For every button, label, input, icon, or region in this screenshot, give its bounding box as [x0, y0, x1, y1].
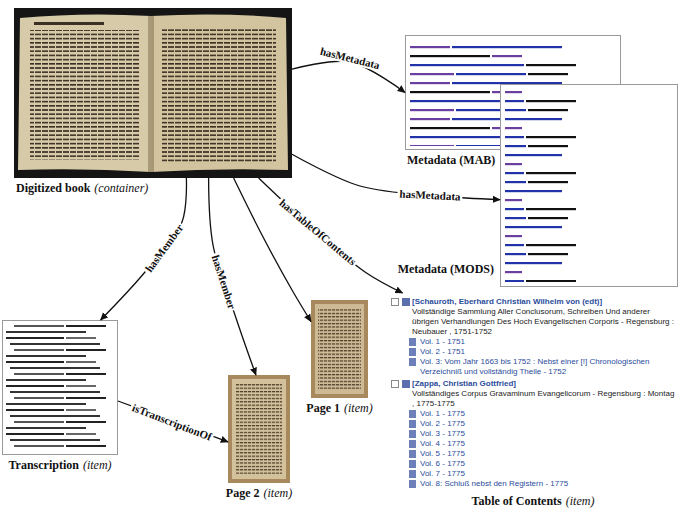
transcription-record	[3, 321, 118, 455]
toc-vol: Vol. 4 - 1775	[390, 439, 676, 449]
print-block	[30, 30, 140, 160]
toc-vol: Vol. 6 - 1775	[390, 459, 676, 469]
toc-vol: Vol. 8: Schluß nebst den Registern - 177…	[390, 479, 676, 489]
record-frame	[3, 321, 118, 455]
toc-vol: Vol. 2 - 1751	[390, 347, 676, 357]
caption-title: Metadata (MAB)	[407, 153, 495, 167]
mods-record	[501, 85, 678, 287]
print-heading	[34, 22, 104, 25]
caption-title: Page 2	[226, 486, 260, 500]
caption-title: Table of Contents	[472, 494, 562, 508]
relation-label: hasMetadata	[317, 44, 383, 71]
caption-kind: (item)	[344, 401, 373, 415]
toc-vol: Vol. 7 - 1775	[390, 469, 676, 479]
print-block	[162, 28, 276, 162]
toc-head: [Schauroth, Eberhard Christian Wilhelm v…	[390, 297, 676, 307]
relation-arrow	[292, 61, 405, 92]
xml-record: Metadata (MODS)	[500, 84, 678, 287]
page-1-scan	[311, 300, 368, 398]
toc-list: [Schauroth, Eberhard Christian Wilhelm v…	[388, 293, 678, 491]
relation-arrow	[101, 178, 187, 320]
book-page	[18, 14, 151, 172]
table-of-contents: Table of Contents(item)[Schauroth, Eberh…	[388, 293, 678, 491]
book-image: Digitized book(container)	[14, 8, 292, 178]
page-2-scan	[228, 375, 290, 483]
page-edge	[228, 375, 290, 483]
page-scan: Page 2(item)	[228, 375, 290, 483]
node-caption: Metadata (MODS)	[398, 263, 494, 277]
book-gutter	[148, 16, 154, 172]
node-caption: Transcription (item)	[8, 459, 111, 473]
toc-body: Vollständige Sammlung Aller Conclusorum,…	[390, 307, 676, 337]
xml-record: Metadata (MAB)	[405, 35, 621, 150]
xml-lines	[505, 90, 673, 282]
book-page	[151, 14, 288, 172]
toc-vol: Vol. 3: Vom Jahr 1663 bis 1752 : Nebst e…	[390, 357, 676, 377]
node-caption: Metadata (MAB)	[407, 154, 495, 168]
print-block	[318, 309, 361, 389]
relation-label: isTranscriptionOf	[129, 401, 216, 444]
relation-arrow	[259, 178, 403, 293]
toc-body: Vollständiges Corpus Gravaminum Evangeli…	[390, 389, 676, 409]
page-paper	[232, 379, 286, 479]
relation-label: hasTableOfContents	[276, 195, 360, 269]
caption-kind: (item)	[83, 458, 112, 472]
photo-ground	[14, 8, 292, 178]
caption-title: Page 1	[306, 401, 340, 415]
relation-arrow	[209, 178, 256, 375]
relation-label: hasMember	[209, 252, 239, 313]
book-photo	[14, 8, 292, 178]
relation-arrow	[234, 178, 311, 322]
page-paper	[315, 304, 364, 394]
toc-vol: Vol. 5 - 1775	[390, 449, 676, 459]
caption-title: Metadata (MODS)	[398, 262, 494, 276]
relation-label: hasMetadata	[397, 187, 463, 202]
print-block	[236, 384, 282, 474]
caption-kind: (container)	[94, 181, 148, 195]
node-caption: Table of Contents (item)	[472, 495, 595, 509]
toc-vol: Vol. 2 - 1775	[390, 419, 676, 429]
toc-vol: Vol. 1 - 1775	[390, 409, 676, 419]
toc-vol: Vol. 3 - 1775	[390, 429, 676, 439]
xml-transcription: Transcription(item)	[2, 320, 118, 455]
caption-title: Transcription	[8, 458, 78, 472]
relation-label: hasMember	[141, 220, 186, 276]
caption-kind: (item)	[566, 494, 595, 508]
xml-lines	[6, 324, 114, 450]
toc-vol: Vol. 1 - 1751	[390, 337, 676, 347]
node-caption: Digitized book (container)	[16, 182, 148, 196]
node-caption: Page 1 (item)	[306, 402, 372, 416]
caption-title: Digitized book	[16, 181, 90, 195]
record-frame	[501, 85, 678, 287]
node-caption: Page 2 (item)	[226, 487, 292, 501]
toc-head: [Zappa, Christian Gottfried]	[390, 379, 676, 389]
page-scan: Page 1(item)	[311, 300, 368, 398]
page-edge	[311, 300, 368, 398]
caption-kind: (item)	[264, 486, 293, 500]
